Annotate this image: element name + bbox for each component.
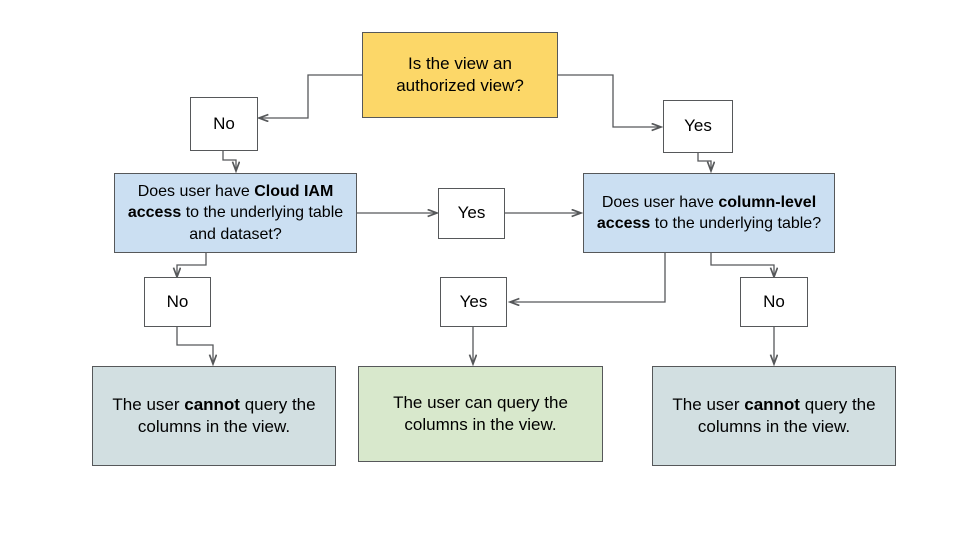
- branch-label-yes-bottom-text: Yes: [459, 291, 488, 311]
- node-cloud-iam-access-text: Does user have Cloud IAM access to the u…: [115, 181, 356, 244]
- node-result-deny-right-text: The user cannot query the columns in the…: [653, 394, 895, 439]
- node-result-deny-right[interactable]: The user cannot query the columns in the…: [652, 366, 896, 466]
- text-fragment-bold: cannot: [184, 394, 240, 414]
- node-result-deny-left-text: The user cannot query the columns in the…: [93, 394, 335, 439]
- node-cloud-iam-access[interactable]: Does user have Cloud IAM access to the u…: [114, 173, 357, 253]
- branch-label-yes-bottom[interactable]: Yes: [440, 277, 507, 327]
- text-fragment-bold: access: [127, 204, 182, 222]
- text-fragment: to the underlying table and dataset?: [181, 204, 344, 243]
- edge-no-to-cloud-iam: [222, 151, 236, 171]
- node-result-allow-text: The user can query the columns in the vi…: [393, 392, 568, 434]
- text-fragment-bold: Cloud IAM: [254, 183, 334, 201]
- branch-label-no-top[interactable]: No: [190, 97, 258, 151]
- branch-label-yes-top[interactable]: Yes: [663, 100, 733, 153]
- node-result-deny-left[interactable]: The user cannot query the columns in the…: [92, 366, 336, 466]
- text-fragment: The user: [672, 394, 745, 414]
- text-fragment: query the columns in the view.: [697, 394, 876, 436]
- edge-yes-to-column-level: [697, 153, 711, 171]
- text-fragment: The user: [112, 394, 185, 414]
- branch-label-no-left[interactable]: No: [144, 277, 211, 327]
- node-is-authorized-view[interactable]: Is the view an authorized view?: [362, 32, 558, 118]
- edge-authorized-to-yes: [558, 74, 661, 127]
- node-column-level-access-text: Does user have column-level access to th…: [584, 192, 834, 234]
- node-line-1: Is the view an: [408, 53, 512, 73]
- node-column-level-access[interactable]: Does user have column-level access to th…: [583, 173, 835, 253]
- branch-label-no-right[interactable]: No: [740, 277, 808, 327]
- node-line-2: authorized view?: [396, 76, 524, 95]
- edge-column-level-to-no: [710, 253, 774, 277]
- text-fragment: query the columns in the view.: [137, 394, 316, 436]
- branch-label-yes-middle-text: Yes: [457, 203, 486, 223]
- branch-label-yes-middle[interactable]: Yes: [438, 188, 505, 239]
- branch-label-no-top-text: No: [213, 113, 235, 133]
- text-fragment-bold: column-level access: [596, 193, 817, 232]
- branch-label-no-left-text: No: [166, 291, 189, 311]
- node-is-authorized-view-text: Is the view an authorized view?: [389, 53, 531, 98]
- text-fragment: to the underlying table?: [650, 215, 822, 232]
- node-result-allow[interactable]: The user can query the columns in the vi…: [358, 366, 603, 462]
- text-fragment: Does user have: [137, 183, 255, 201]
- text-fragment-bold: cannot: [744, 394, 800, 414]
- text-fragment: Does user have: [601, 193, 719, 211]
- branch-label-yes-top-text: Yes: [684, 116, 712, 136]
- branch-label-no-right-text: No: [763, 291, 785, 311]
- edge-authorized-to-no: [259, 74, 362, 118]
- edge-column-level-to-yes: [510, 253, 666, 302]
- edge-no-to-deny-left: [176, 327, 213, 364]
- edge-cloud-iam-to-no: [177, 253, 207, 277]
